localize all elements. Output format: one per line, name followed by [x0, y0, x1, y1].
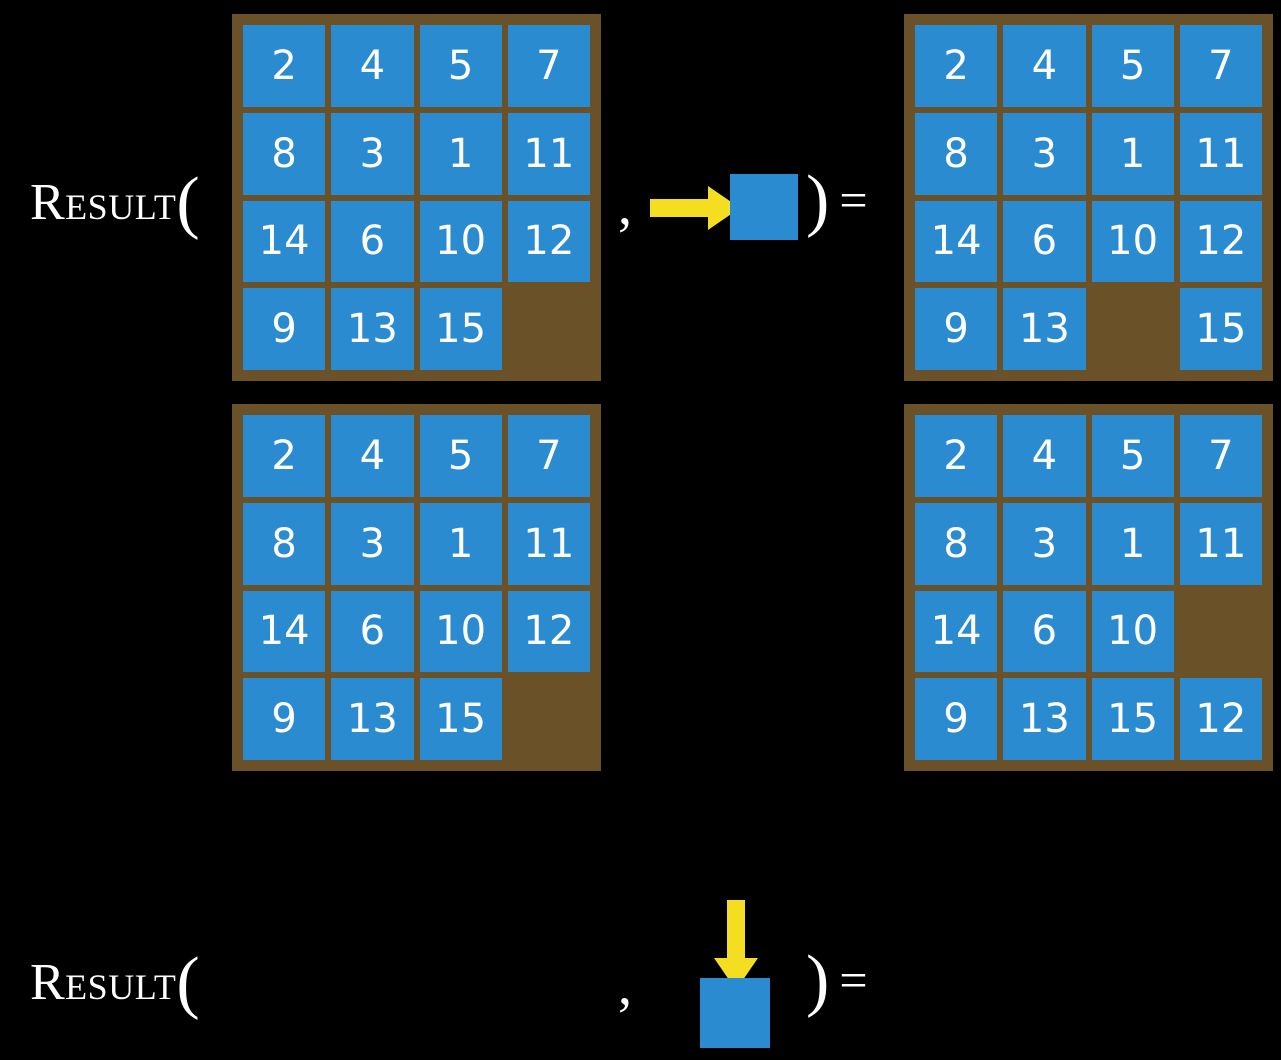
- tile[interactable]: 11: [507, 502, 590, 585]
- result-board-move-right: 2 4 5 7 8 3 1 11 14 6 10 12 9 13 15: [904, 14, 1273, 381]
- tile[interactable]: 9: [243, 678, 326, 760]
- tile[interactable]: 9: [915, 288, 998, 370]
- tile[interactable]: 15: [1179, 288, 1262, 370]
- state-board-move-right: 2 4 5 7 8 3 1 11 14 6 10 12 9 13 15: [232, 14, 601, 381]
- argument-separator-comma: ,: [618, 175, 632, 237]
- result-word: Result: [30, 174, 177, 231]
- tile[interactable]: 9: [243, 288, 326, 370]
- equation-row-move-right: Result( 2 4 5 7 8 3 1 11 14 6 10 12 9 13…: [0, 0, 1281, 390]
- result-board-move-down: 2 4 5 7 8 3 1 11 14 6 10 9 13 15 12: [904, 404, 1273, 771]
- tile[interactable]: 13: [331, 288, 414, 370]
- tile[interactable]: 5: [419, 25, 502, 107]
- tile[interactable]: 4: [1003, 25, 1086, 107]
- tile[interactable]: 15: [1091, 678, 1174, 760]
- tile[interactable]: 9: [915, 678, 998, 760]
- tile[interactable]: 6: [1003, 200, 1086, 283]
- tile[interactable]: 7: [507, 415, 590, 497]
- tile[interactable]: 11: [1179, 112, 1262, 195]
- blank-tile: [508, 678, 590, 760]
- tile[interactable]: 3: [331, 112, 414, 195]
- result-function-label: Result(: [30, 948, 200, 1018]
- tile[interactable]: 10: [1091, 200, 1174, 283]
- tile[interactable]: 7: [507, 25, 590, 107]
- close-paren: ): [806, 942, 830, 1019]
- tile[interactable]: 8: [243, 502, 326, 585]
- tile[interactable]: 5: [419, 415, 502, 497]
- tile[interactable]: 13: [1003, 288, 1086, 370]
- tile[interactable]: 1: [419, 112, 502, 195]
- tile[interactable]: 5: [1091, 415, 1174, 497]
- open-paren: (: [176, 944, 201, 1021]
- tile[interactable]: 2: [243, 415, 326, 497]
- tile[interactable]: 12: [507, 590, 590, 673]
- state-board-move-down: 2 4 5 7 8 3 1 11 14 6 10 12 9 13 15: [232, 404, 601, 771]
- result-function-label: Result(: [30, 168, 200, 238]
- equation-row-move-down: Result( 2 4 5 7 8 3 1 11 14 6 10 12 9 13…: [0, 390, 1281, 1048]
- tile[interactable]: 6: [331, 200, 414, 283]
- blank-tile: [1092, 288, 1174, 370]
- tile[interactable]: 10: [419, 590, 502, 673]
- tile[interactable]: 14: [243, 200, 326, 283]
- tile[interactable]: 2: [243, 25, 326, 107]
- tile[interactable]: 5: [1091, 25, 1174, 107]
- action-move-down: [690, 900, 790, 1060]
- tile[interactable]: 15: [419, 678, 502, 760]
- arrow-right-icon: [650, 186, 740, 230]
- tile[interactable]: 6: [1003, 590, 1086, 673]
- close-paren: ): [806, 162, 830, 239]
- tile[interactable]: 15: [419, 288, 502, 370]
- blank-tile: [1180, 591, 1262, 673]
- tile[interactable]: 3: [331, 502, 414, 585]
- close-paren-equals: )=: [806, 946, 868, 1016]
- open-paren: (: [176, 164, 201, 241]
- tile[interactable]: 14: [243, 590, 326, 673]
- blank-tile-marker: [730, 174, 798, 240]
- equals-sign: =: [839, 952, 868, 1008]
- result-word: Result: [30, 954, 177, 1011]
- tile[interactable]: 11: [507, 112, 590, 195]
- tile[interactable]: 10: [419, 200, 502, 283]
- tile[interactable]: 8: [915, 112, 998, 195]
- tile[interactable]: 14: [915, 200, 998, 283]
- tile[interactable]: 3: [1003, 502, 1086, 585]
- tile[interactable]: 1: [1091, 502, 1174, 585]
- tile[interactable]: 2: [915, 25, 998, 107]
- tile[interactable]: 3: [1003, 112, 1086, 195]
- tile[interactable]: 7: [1179, 25, 1262, 107]
- tile[interactable]: 13: [1003, 678, 1086, 760]
- tile[interactable]: 12: [1179, 678, 1262, 760]
- tile[interactable]: 4: [1003, 415, 1086, 497]
- tile[interactable]: 8: [915, 502, 998, 585]
- tile[interactable]: 12: [507, 200, 590, 283]
- tile[interactable]: 11: [1179, 502, 1262, 585]
- tile[interactable]: 12: [1179, 200, 1262, 283]
- tile[interactable]: 1: [419, 502, 502, 585]
- tile[interactable]: 4: [331, 25, 414, 107]
- tile[interactable]: 7: [1179, 415, 1262, 497]
- equals-sign: =: [839, 172, 868, 228]
- tile[interactable]: 10: [1091, 590, 1174, 673]
- tile[interactable]: 1: [1091, 112, 1174, 195]
- blank-tile: [508, 288, 590, 370]
- argument-separator-comma: ,: [618, 955, 632, 1017]
- tile[interactable]: 13: [331, 678, 414, 760]
- blank-tile-marker: [700, 978, 770, 1048]
- action-move-right: [650, 160, 800, 256]
- tile[interactable]: 2: [915, 415, 998, 497]
- tile[interactable]: 4: [331, 415, 414, 497]
- tile[interactable]: 6: [331, 590, 414, 673]
- tile[interactable]: 14: [915, 590, 998, 673]
- tile[interactable]: 8: [243, 112, 326, 195]
- close-paren-equals: )=: [806, 166, 868, 236]
